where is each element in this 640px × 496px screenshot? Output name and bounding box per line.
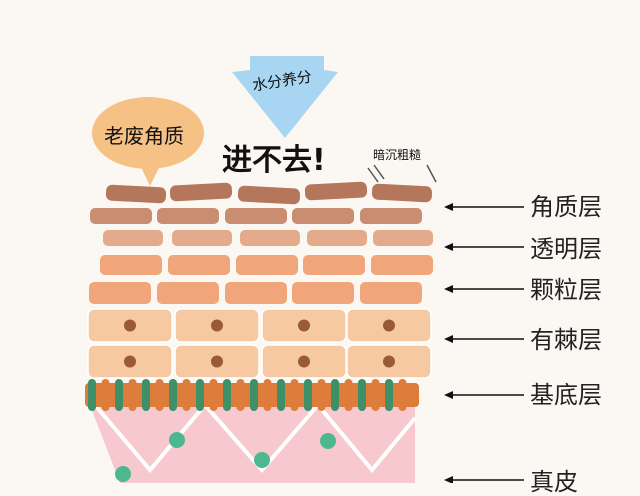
basal-cell	[277, 379, 285, 411]
old-keratin-cell	[105, 184, 167, 204]
basal-cell	[371, 379, 380, 411]
lucidum-cell	[373, 230, 433, 246]
granulosum-cell	[157, 282, 219, 304]
cell-nucleus	[124, 355, 136, 368]
granulosum-cell	[225, 282, 287, 304]
lucidum-cell	[103, 230, 163, 246]
pointer-arrowhead	[444, 391, 453, 399]
dermis-area	[88, 400, 415, 483]
pointer-arrowhead	[444, 335, 453, 343]
basal-cell	[209, 379, 218, 411]
lucidum-cell	[172, 230, 232, 246]
granulosum-cell	[371, 255, 433, 275]
basal-cell	[344, 379, 353, 411]
dermis-dot	[320, 433, 336, 449]
basal-cell	[223, 379, 231, 411]
dermis-dot	[254, 452, 270, 468]
corneum-cell	[360, 208, 422, 224]
old-keratin-cell	[237, 185, 301, 205]
old-keratin-cell	[304, 181, 368, 201]
basal-cell	[101, 379, 110, 411]
dermis-zigzag	[93, 401, 417, 474]
basal-cell	[331, 379, 339, 411]
granulosum-cell	[168, 255, 230, 275]
basal-cell	[128, 379, 137, 411]
layer-label-spinosum: 有棘层	[530, 326, 602, 354]
basal-cell	[398, 379, 407, 411]
layer-label-lucidum: 透明层	[530, 235, 602, 263]
basal-cell	[142, 379, 150, 411]
cell-nucleus	[124, 319, 136, 332]
basal-cell	[358, 379, 366, 411]
layer-label-basal: 基底层	[530, 381, 602, 409]
layer-label-corneum: 角质层	[530, 193, 602, 221]
basal-cell	[385, 379, 393, 411]
layer-label-granulosum: 颗粒层	[530, 276, 602, 304]
cell-nucleus	[298, 355, 310, 368]
bubble-text: 老废角质	[104, 124, 184, 148]
cell-nucleus	[211, 355, 223, 368]
granulosum-cell	[100, 255, 162, 275]
basal-cell	[115, 379, 123, 411]
layer-label-dermis: 真皮	[530, 468, 578, 496]
skin-layer-diagram: 水分养分 老废角质 进不去! 暗沉粗糙 角质层 透明层 颗粒层 有棘层 基底层 …	[85, 56, 602, 494]
cell-nucleus	[383, 319, 395, 332]
cell-nucleus	[383, 355, 395, 368]
basal-cell	[169, 379, 177, 411]
pointer-arrowhead	[444, 285, 453, 293]
granulosum-cell	[236, 255, 298, 275]
granulosum-cell	[89, 282, 151, 304]
pointer-arrowhead	[444, 476, 453, 484]
granulosum-cell	[360, 282, 422, 304]
moisture-arrow	[232, 56, 338, 138]
old-keratin-cell	[169, 182, 233, 202]
dull-text: 暗沉粗糙	[373, 148, 422, 162]
blocked-text: 进不去!	[222, 143, 326, 178]
basal-cell	[196, 379, 204, 411]
corneum-cell	[292, 208, 354, 224]
basal-cell	[182, 379, 191, 411]
basal-cell	[250, 379, 258, 411]
old-keratin-cell	[371, 183, 433, 203]
corneum-cell	[90, 208, 152, 224]
lucidum-cell	[240, 230, 300, 246]
pointer-arrowhead	[444, 243, 453, 251]
basal-cell	[236, 379, 245, 411]
pointer-arrowhead	[444, 203, 453, 211]
basal-cell	[88, 379, 96, 411]
old-keratin-bubble	[92, 97, 204, 186]
basal-cell	[317, 379, 326, 411]
basal-cell	[304, 379, 312, 411]
basal-cell	[290, 379, 299, 411]
lucidum-cell	[307, 230, 367, 246]
basal-cell	[263, 379, 272, 411]
granulosum-cell	[292, 282, 354, 304]
corneum-cell	[225, 208, 287, 224]
cell-nucleus	[298, 319, 310, 332]
cell-nucleus	[211, 319, 223, 332]
granulosum-cell	[303, 255, 365, 275]
dermis-dot	[115, 466, 131, 482]
basal-cell	[155, 379, 164, 411]
corneum-cell	[157, 208, 219, 224]
roughness-lines	[367, 164, 437, 183]
skin-illustration	[85, 56, 524, 484]
dermis-dot	[169, 432, 185, 448]
